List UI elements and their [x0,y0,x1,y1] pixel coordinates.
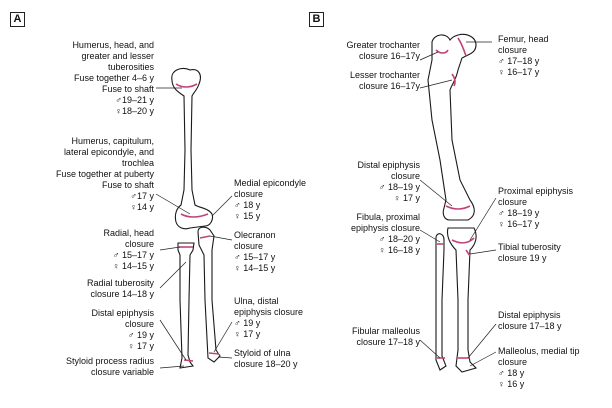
lesser-trochanter-plate [451,73,456,87]
ulna-bone [197,226,221,363]
tibia-bone [446,227,478,373]
tibia-proximal-plate [451,237,475,244]
femur-head-plate [457,37,467,57]
humerus-distal-plate [180,213,209,218]
humerus-bone [171,67,214,230]
radius-bone [177,242,195,369]
greater-trochanter-plate [435,49,449,54]
tibial-tuberosity-plate [465,249,471,257]
radius-distal-plate [183,359,194,362]
label-capitulum: Humerus, capitulum,lateral epicondyle, a… [55,136,154,212]
humerus-head-plate [175,83,198,88]
leader-lines-a [155,87,233,369]
leader-lines-b [419,41,497,367]
panel-a-tag: A [10,12,25,27]
olecranon-plate [199,235,211,239]
femur-bone [427,33,477,221]
panel-b-tag: B [309,12,324,27]
ulna-distal-plate [208,352,220,355]
fibula-bone [435,233,447,371]
femur-distal-plate [445,205,471,210]
